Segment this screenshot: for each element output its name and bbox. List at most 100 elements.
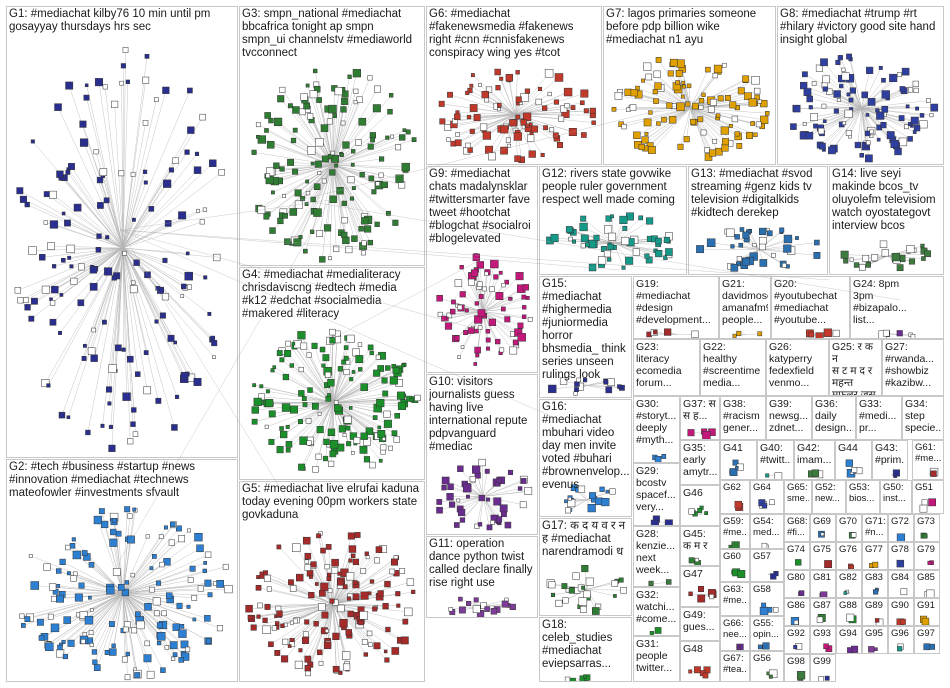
vertex [292, 342, 295, 345]
vertex [57, 645, 62, 650]
vertex [897, 72, 901, 76]
group-label: G99 [813, 656, 833, 667]
vertex [156, 398, 161, 403]
vertex [406, 130, 410, 134]
vertex [112, 518, 116, 522]
vertex [364, 226, 371, 233]
vertex [572, 240, 575, 243]
vertex [922, 500, 927, 505]
vertex [500, 348, 504, 352]
vertex [799, 591, 804, 596]
vertex [860, 153, 864, 157]
vertex [645, 132, 648, 135]
vertex [204, 615, 210, 621]
vertex [315, 138, 323, 146]
vertex [689, 509, 695, 515]
vertex [286, 441, 292, 447]
group-label: G61: #me... [915, 442, 941, 464]
vertex [271, 191, 274, 194]
vertex [870, 130, 874, 134]
vertex [300, 437, 308, 445]
vertex [95, 78, 103, 86]
vertex [696, 245, 703, 252]
vertex [709, 150, 716, 157]
group-label: G49: gues... [683, 609, 717, 633]
group-label: G10: visitors journalists guess having l… [429, 376, 535, 454]
vertex [841, 251, 848, 258]
vertex [639, 144, 645, 150]
group-label: G16: #mediachat mbuhari video day men in… [542, 401, 629, 492]
vertex [441, 316, 446, 321]
edge [333, 165, 406, 167]
vertex [160, 562, 165, 567]
vertex [846, 130, 851, 135]
vertex [508, 144, 511, 147]
vertex [803, 122, 806, 125]
vertex [298, 464, 304, 470]
vertex [343, 585, 347, 589]
vertex [765, 111, 769, 115]
vertex [538, 87, 542, 91]
vertex [876, 112, 884, 120]
vertex [694, 667, 700, 673]
vertex [676, 80, 680, 84]
vertex [311, 197, 316, 202]
vertex [20, 196, 27, 203]
vertex [286, 341, 291, 346]
vertex [269, 411, 275, 417]
vertex [330, 440, 338, 448]
group-label: G69 [813, 516, 833, 527]
vertex [211, 336, 215, 340]
vertex [655, 456, 661, 462]
vertex [847, 614, 854, 621]
vertex [385, 366, 390, 371]
group-g8: G8: #mediachat #trump #rt #hilary #victo… [777, 6, 944, 165]
vertex [83, 632, 87, 636]
group-g80: G80 [784, 570, 810, 598]
vertex [155, 320, 159, 324]
vertex [699, 105, 703, 109]
vertex [265, 112, 271, 118]
vertex [465, 309, 468, 312]
vertex [779, 228, 783, 232]
group-label: G66: nee... [723, 618, 747, 640]
vertex [828, 147, 835, 154]
vertex [280, 431, 287, 438]
group-g52: G52: new... [812, 480, 846, 514]
vertex [370, 580, 374, 584]
vertex [862, 255, 868, 261]
vertex [649, 581, 654, 586]
vertex [368, 76, 373, 81]
vertex [610, 215, 613, 218]
vertex [280, 426, 284, 430]
group-g71: G71: #n... [862, 514, 888, 542]
group-label: G51 [915, 482, 941, 493]
vertex [130, 286, 137, 293]
vertex [306, 191, 310, 195]
vertex [468, 327, 474, 333]
vertex [25, 617, 30, 622]
group-g77: G77 [862, 542, 888, 570]
vertex [368, 240, 373, 245]
vertex [92, 660, 97, 665]
group-label: G13: #mediachat #svod streaming #genz ki… [691, 168, 825, 220]
vertex [654, 99, 659, 104]
vertex [447, 493, 454, 500]
vertex [521, 94, 529, 102]
vertex [390, 569, 395, 574]
group-label: G83 [865, 572, 885, 583]
group-label: G79 [917, 544, 937, 555]
group-label: G47 [683, 568, 717, 580]
vertex [480, 124, 487, 131]
vertex [382, 437, 385, 440]
group-g12: G12: rivers state govwike people ruler g… [539, 166, 687, 275]
vertex [467, 115, 471, 119]
group-label: G33: #medi... pr... [859, 398, 899, 434]
vertex [465, 91, 469, 95]
vertex [125, 580, 129, 584]
vertex [203, 208, 207, 212]
vertex [889, 74, 897, 82]
vertex [29, 316, 34, 321]
vertex [323, 354, 329, 360]
vertex [358, 367, 362, 371]
